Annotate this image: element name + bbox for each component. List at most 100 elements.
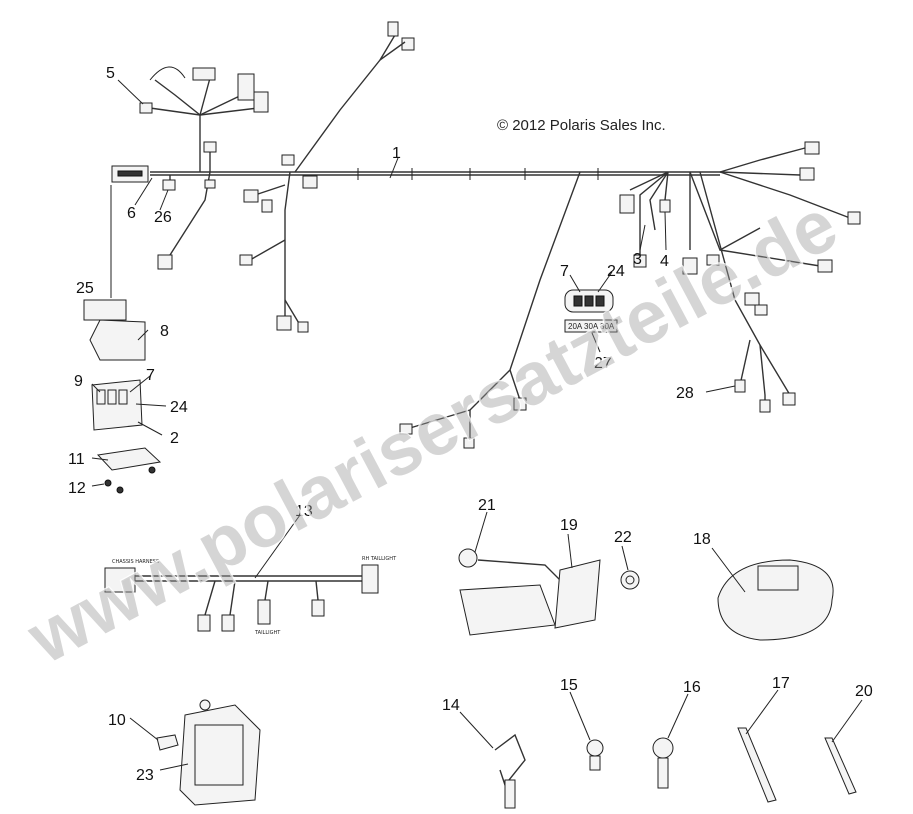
branch-right-down <box>699 171 791 396</box>
item17-cable-tie <box>737 727 777 803</box>
harness-end-connector-pins <box>117 170 143 177</box>
relay-block <box>91 379 143 431</box>
connector-lower-left-3 <box>463 437 475 449</box>
fuse-label-strip <box>564 319 618 333</box>
grommet-item21 <box>458 548 478 568</box>
branch-upper-left <box>154 79 201 172</box>
item15-base <box>589 755 601 771</box>
item22-plug-inner <box>625 575 635 585</box>
callout-27: 27 <box>594 355 612 372</box>
item10-bolt <box>156 734 179 751</box>
harness13-branch-1 <box>204 580 216 616</box>
branch-right-3 <box>719 171 851 219</box>
item23-bolt-top <box>199 699 211 711</box>
harness13-left-label: CHASSIS HARNESS <box>112 559 159 565</box>
copyright-text: © 2012 Polaris Sales Inc. <box>497 117 666 134</box>
item18-cover <box>717 559 834 641</box>
item23-control-unit <box>179 704 261 806</box>
callout-21: 21 <box>478 497 496 514</box>
callout-7a: 7 <box>560 263 569 280</box>
connector-right-down-1 <box>782 392 796 406</box>
callout-17: 17 <box>772 675 790 692</box>
callout-12: 12 <box>68 480 86 497</box>
screw-2 <box>116 486 124 494</box>
connector-right-2 <box>799 167 815 181</box>
wire-loop <box>149 66 186 81</box>
mounting-bracket <box>96 447 162 471</box>
callout-24b: 24 <box>170 399 188 416</box>
fuse-box-cover <box>89 319 146 361</box>
branch-top-2 <box>379 41 406 61</box>
connector-item26 <box>162 179 176 191</box>
callout-18: 18 <box>693 531 711 548</box>
connector-right-1 <box>804 141 820 155</box>
relay-1 <box>96 389 106 405</box>
callout-3: 3 <box>633 251 642 268</box>
harness13-branch-4 <box>315 580 319 601</box>
connector-right-5 <box>817 259 833 273</box>
harness13-plug-3 <box>257 599 271 625</box>
connector-center-left-2 <box>243 189 259 203</box>
connector-item4 <box>659 199 671 213</box>
callout-4: 4 <box>660 253 669 270</box>
branch-item28 <box>739 339 751 386</box>
branch-center-down <box>284 171 291 318</box>
callout-26: 26 <box>154 209 172 226</box>
branch-item7-area <box>629 171 669 191</box>
item14-bracket <box>494 733 526 787</box>
branch-upper-right-2 <box>199 107 259 116</box>
branch-right-down-2 <box>759 344 766 400</box>
screw-3 <box>148 466 156 474</box>
leader-lines <box>91 79 863 771</box>
branch-lower-left-2 <box>509 369 521 401</box>
connector-center-down <box>276 315 292 331</box>
connector-lower-left-1 <box>513 397 527 411</box>
connector-right-down-2 <box>759 399 771 413</box>
callout-22: 22 <box>614 529 632 546</box>
item16-push-pin <box>657 757 669 789</box>
callout-6: 6 <box>127 205 136 222</box>
item19-harness <box>459 584 556 636</box>
connector-right-mid-2 <box>754 304 768 316</box>
connector-center-left <box>239 254 253 266</box>
callout-9: 9 <box>74 373 83 390</box>
connector-stub <box>203 141 217 153</box>
branch-center-left <box>249 239 286 261</box>
connector-small-1 <box>204 179 216 189</box>
callout-25: 25 <box>76 280 94 297</box>
item16-clamp <box>652 737 674 759</box>
branch-right-1 <box>719 147 806 173</box>
harness13-right-label: RH TAILLIGHT <box>362 556 397 562</box>
harness13-plug-2 <box>221 614 235 632</box>
relay-3 <box>118 389 128 405</box>
item20-cable-tie <box>824 737 857 795</box>
branch-down-left <box>169 171 211 256</box>
main-wiring-harness <box>111 21 861 449</box>
callout-11: 11 <box>68 451 85 468</box>
branch-item3-2 <box>649 171 669 231</box>
harness13-left-connector <box>104 567 136 593</box>
screw-1 <box>104 479 112 487</box>
connector-mid-right <box>619 194 635 214</box>
item15-clip <box>586 739 604 757</box>
branch-lower-left <box>469 171 581 411</box>
harness13-middle-label: TAILLIGHT <box>254 630 281 636</box>
branch-center-down-2 <box>284 299 301 326</box>
connector-item4-down <box>682 257 698 275</box>
harness-tape-marks <box>357 168 599 180</box>
fuse-block: 20A 30A 30A <box>564 289 618 333</box>
connector-lower-left-2 <box>399 423 413 435</box>
connector-top <box>387 21 399 37</box>
fuse-label-3: 30A <box>600 322 615 331</box>
callout-2: 2 <box>170 430 179 447</box>
connector-right-mid <box>744 292 760 306</box>
callout-15: 15 <box>560 677 578 694</box>
callout-24a: 24 <box>607 263 625 280</box>
callout-16: 16 <box>683 679 701 696</box>
connector-item28 <box>734 379 746 393</box>
connector-item5 <box>139 102 153 114</box>
harness13-plug-1 <box>197 614 211 632</box>
callout-5: 5 <box>106 65 115 82</box>
branch-to-item5 <box>149 107 201 116</box>
